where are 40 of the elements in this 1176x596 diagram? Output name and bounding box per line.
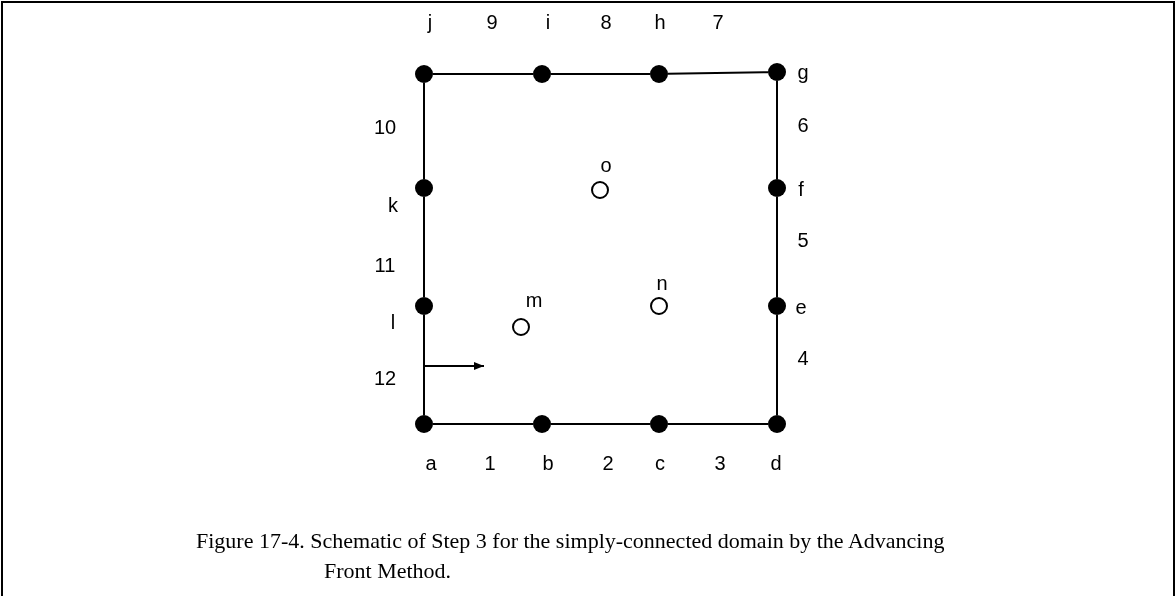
boundary-segment xyxy=(550,423,651,425)
edge-label: 1 xyxy=(484,452,496,474)
point-letter: n xyxy=(656,272,668,294)
edge-label: 10 xyxy=(373,116,397,138)
boundary-segment xyxy=(432,73,534,75)
point-letter: e xyxy=(795,296,807,318)
boundary-segment xyxy=(550,73,651,75)
edge-label: 12 xyxy=(373,367,397,389)
boundary-segment xyxy=(776,196,778,298)
edge-label: 3 xyxy=(714,452,726,474)
point-letter: g xyxy=(797,61,809,83)
point-letter: d xyxy=(770,452,782,474)
edge-label: 5 xyxy=(797,229,809,251)
point-letter: k xyxy=(388,194,398,216)
edge-label: 2 xyxy=(602,452,614,474)
point-letter: c xyxy=(655,452,665,474)
boundary-segment xyxy=(667,423,769,425)
edge-label: 11 xyxy=(374,254,396,276)
boundary-segment xyxy=(776,80,778,180)
point-letter: f xyxy=(798,178,804,200)
point-letter: l xyxy=(390,311,396,333)
boundary-segment xyxy=(776,314,778,416)
edge-label: 6 xyxy=(797,114,809,136)
edge-label: 9 xyxy=(486,11,498,33)
point-letter: a xyxy=(425,452,437,474)
boundary-segment xyxy=(667,71,769,75)
point-letter: h xyxy=(654,11,666,33)
edge-label: 4 xyxy=(797,347,809,369)
boundary-segment xyxy=(423,196,425,298)
edge-label: 8 xyxy=(600,11,612,33)
boundary-segment xyxy=(423,314,425,416)
point-letter: o xyxy=(600,154,612,176)
point-letter: j xyxy=(427,11,433,33)
figure-caption: Figure 17-4. Schematic of Step 3 for the simply-connected domain by the Advancing Front Method. xyxy=(196,527,946,585)
boundary-segment xyxy=(432,423,534,425)
point-letter: m xyxy=(525,289,543,311)
point-letter: i xyxy=(545,11,551,33)
boundary-segment xyxy=(423,82,425,180)
edge-label: 7 xyxy=(712,11,724,33)
point-letter: b xyxy=(542,452,554,474)
